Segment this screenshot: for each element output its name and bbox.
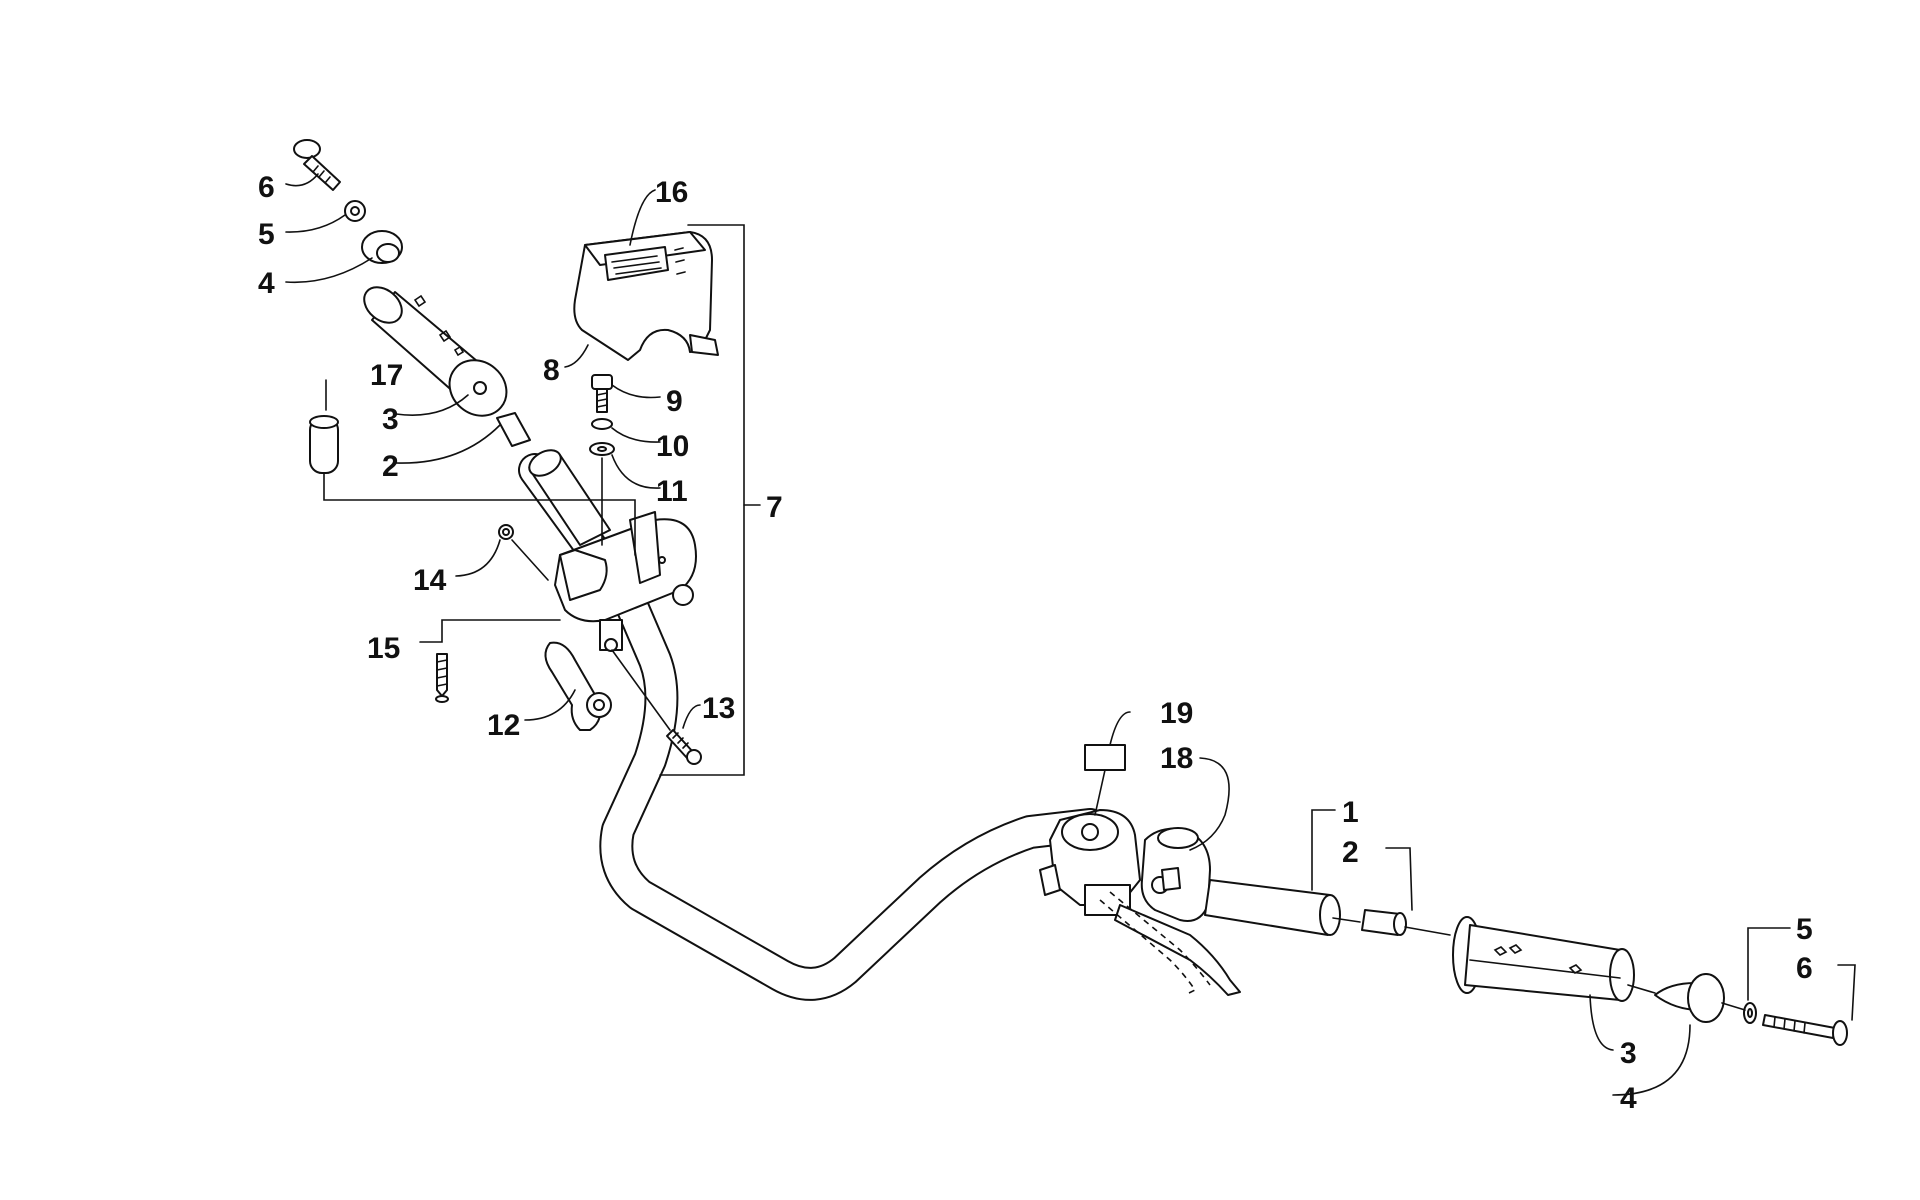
- flat-washer-11: [589, 442, 615, 456]
- grip-right: [1452, 916, 1635, 1002]
- throttle-housing: [554, 511, 697, 652]
- nut-14: [498, 524, 514, 540]
- tube-right: [1204, 879, 1341, 936]
- callout-2-left: 2: [382, 450, 399, 483]
- switch-housing-right: [1140, 827, 1211, 922]
- bolt-left: [293, 139, 341, 191]
- brake-lever: [1099, 891, 1241, 996]
- throttle-lever: [544, 641, 612, 731]
- end-cap-left: [361, 230, 403, 264]
- callout-17: 17: [370, 359, 403, 392]
- insert-right: [1361, 909, 1407, 936]
- callout-labels: 6 5 4 17 3 2 16 8 9 10 11 7 14 15 12 13 …: [258, 171, 1813, 1115]
- end-cap-right: [1654, 973, 1725, 1023]
- cylinder-17: [309, 415, 339, 474]
- screw-9: [591, 374, 613, 413]
- screw-15: [435, 653, 449, 703]
- switch-housing-cover: [573, 231, 719, 361]
- callout-9: 9: [666, 385, 683, 418]
- callout-6-right: 6: [1796, 952, 1813, 985]
- callout-5-left: 5: [258, 218, 275, 251]
- callout-10: 10: [656, 430, 689, 463]
- callout-16: 16: [655, 176, 688, 209]
- leader-lines: [285, 173, 1856, 1096]
- bolt-right: [1762, 1014, 1848, 1046]
- callout-13: 13: [702, 692, 735, 725]
- callout-6-left: 6: [258, 171, 275, 204]
- grip-left: [363, 286, 508, 417]
- callout-2-right: 2: [1342, 836, 1359, 869]
- callout-15: 15: [367, 632, 400, 665]
- washer-right: [1743, 1002, 1757, 1024]
- callout-5-right: 5: [1796, 913, 1813, 946]
- callout-11: 11: [656, 475, 688, 508]
- lock-washer-10: [591, 418, 613, 430]
- callout-4-right: 4: [1620, 1082, 1637, 1115]
- callout-18: 18: [1160, 742, 1193, 775]
- callout-7: 7: [766, 491, 783, 524]
- decal-19: [1084, 744, 1126, 771]
- screw-13: [666, 729, 702, 765]
- insert-left: [496, 412, 531, 447]
- washer-left: [344, 200, 366, 222]
- callout-8: 8: [543, 354, 560, 387]
- callout-14: 14: [413, 564, 447, 597]
- callout-1: 1: [1342, 796, 1359, 829]
- callout-4-left: 4: [258, 267, 275, 300]
- callout-3-right: 3: [1620, 1037, 1637, 1070]
- callout-19: 19: [1160, 697, 1193, 730]
- callout-12: 12: [487, 709, 520, 742]
- callout-3-left: 3: [382, 403, 399, 436]
